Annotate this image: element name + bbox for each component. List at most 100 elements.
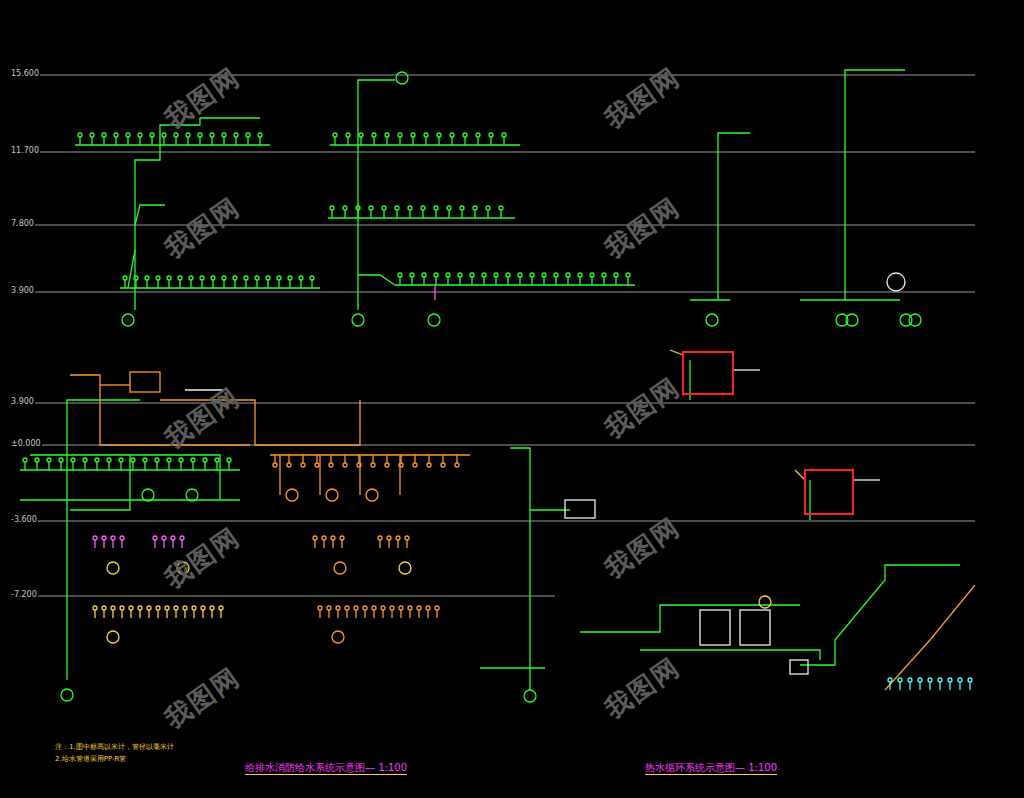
fixture-branch	[181, 540, 182, 548]
riser-marker	[332, 631, 344, 643]
fixture-symbol	[287, 463, 291, 467]
pump-symbol	[326, 489, 338, 501]
fixture-symbol	[171, 536, 175, 540]
fixture-branch	[156, 462, 157, 470]
fixture-branch	[383, 210, 384, 218]
fixture-symbol	[174, 606, 178, 610]
riser-marker	[107, 562, 119, 574]
fixture-branch	[300, 280, 301, 288]
fixture-symbol	[427, 463, 431, 467]
fixture-branch	[24, 462, 25, 470]
fixture-branch	[386, 455, 387, 463]
fixture-branch	[223, 137, 224, 145]
fixture-branch	[490, 137, 491, 145]
pipe-line	[328, 217, 515, 218]
fixture-symbol	[330, 206, 334, 210]
fixture-branch	[347, 137, 348, 145]
fixture-symbol	[476, 133, 480, 137]
fixture-symbol	[369, 206, 373, 210]
tank	[700, 610, 730, 645]
fixture-symbol	[178, 276, 182, 280]
fixture-symbol	[93, 606, 97, 610]
level-mark: 3.900	[10, 287, 35, 296]
fixture-branch	[175, 137, 176, 145]
fixture-symbol	[411, 133, 415, 137]
fixture-branch	[414, 455, 415, 463]
fixture-branch	[411, 277, 412, 285]
fixture-branch	[519, 277, 520, 285]
fixture-branch	[212, 280, 213, 288]
pipe-line	[67, 400, 140, 680]
fixture-symbol	[123, 276, 127, 280]
fixture-branch	[168, 280, 169, 288]
fixture-symbol	[200, 276, 204, 280]
fixture-branch	[192, 462, 193, 470]
fixture-symbol	[434, 273, 438, 277]
fixture-branch	[199, 137, 200, 145]
riser-marker	[334, 562, 346, 574]
fixture-branch	[360, 137, 361, 145]
fixture-symbol	[107, 458, 111, 462]
fixture-symbol	[210, 606, 214, 610]
fixture-branch	[331, 210, 332, 218]
fixture-symbol	[266, 276, 270, 280]
pipe-line	[718, 133, 750, 300]
fixture-branch	[427, 610, 428, 618]
fixture-symbol	[437, 133, 441, 137]
fixture-symbol	[95, 458, 99, 462]
fixture-branch	[84, 462, 85, 470]
pit	[790, 660, 808, 674]
fixture-symbol	[470, 273, 474, 277]
fixture-branch	[151, 137, 152, 145]
pipe-line	[279, 455, 280, 495]
valve-symbol	[759, 596, 771, 608]
fixture-symbol	[273, 463, 277, 467]
fixture-branch	[372, 455, 373, 463]
watermark: 我图网	[600, 62, 685, 134]
floor-lines	[30, 75, 975, 596]
fixture-symbol	[90, 133, 94, 137]
pipe-line	[358, 80, 395, 310]
fixture-symbol	[78, 133, 82, 137]
fixture-symbol	[167, 276, 171, 280]
fixture-branch	[344, 455, 345, 463]
fixture-branch	[355, 610, 356, 618]
pipe-line	[733, 369, 760, 370]
fixture-symbol	[322, 536, 326, 540]
fixture-symbol	[359, 133, 363, 137]
fixture-branch	[228, 462, 229, 470]
fixture-branch	[121, 610, 122, 618]
level-mark: 15.600	[10, 70, 40, 79]
fixture-branch	[531, 277, 532, 285]
fixture-branch	[949, 682, 950, 690]
fixture-symbol	[602, 273, 606, 277]
watermark: 我图网	[600, 192, 685, 264]
pipe-line	[670, 350, 683, 355]
fixture-symbol	[410, 273, 414, 277]
fixture-symbol	[908, 678, 912, 682]
pipe-line	[434, 285, 435, 300]
riser-marker	[909, 314, 921, 326]
fixture-symbol	[233, 276, 237, 280]
fixture-symbol	[381, 606, 385, 610]
fixture-symbol	[210, 133, 214, 137]
fixture-symbol	[167, 458, 171, 462]
fixture-symbol	[343, 463, 347, 467]
fixture-branch	[435, 210, 436, 218]
fixture-symbol	[120, 536, 124, 540]
fixture-symbol	[343, 206, 347, 210]
fixture-branch	[180, 462, 181, 470]
pump-symbol	[366, 489, 378, 501]
fixture-symbol	[530, 273, 534, 277]
fixture-symbol	[102, 133, 106, 137]
fixture-symbol	[120, 606, 124, 610]
fixture-symbol	[327, 606, 331, 610]
fixture-branch	[127, 137, 128, 145]
fixture-symbol	[356, 206, 360, 210]
fixture-symbol	[331, 536, 335, 540]
fixture-branch	[79, 137, 80, 145]
fixture-symbol	[222, 133, 226, 137]
riser-marker	[706, 314, 718, 326]
fixture-symbol	[458, 273, 462, 277]
drawing-caption: 热水循环系统示意图— 1:100	[645, 762, 777, 775]
